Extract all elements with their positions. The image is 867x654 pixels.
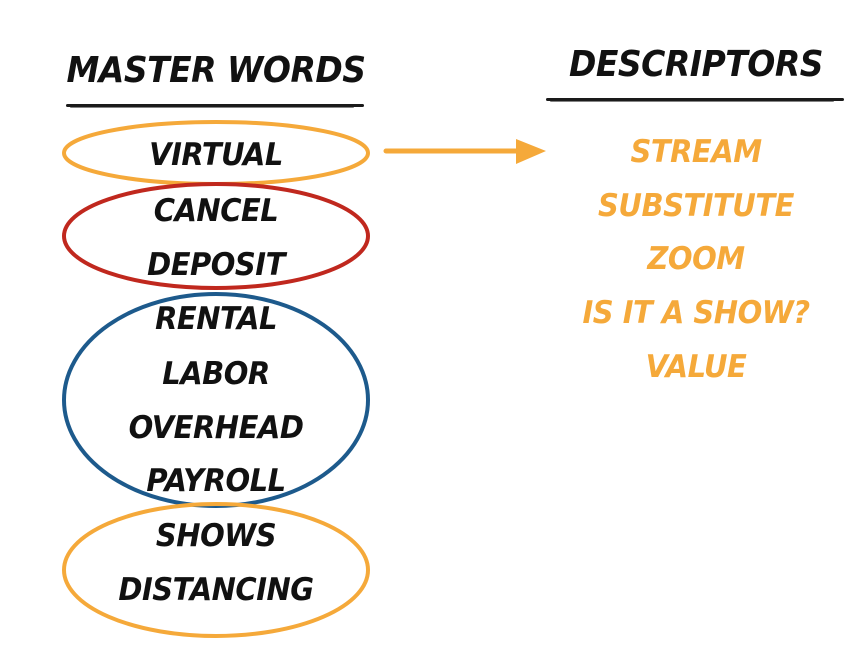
descriptor-stream: STREAM bbox=[630, 132, 762, 170]
master-word-payroll: PAYROLL bbox=[146, 461, 286, 499]
descriptor-value: VALUE bbox=[645, 347, 747, 385]
master-word-overhead: OVERHEAD bbox=[128, 408, 304, 446]
master-word-distancing: DISTANCING bbox=[118, 570, 314, 608]
descriptors-underline bbox=[546, 98, 844, 102]
master-word-rental: RENTAL bbox=[155, 299, 277, 337]
master-word-cancel: CANCEL bbox=[153, 191, 279, 229]
descriptor-substitute: SUBSTITUTE bbox=[598, 186, 794, 224]
descriptor-is-it-a-show: IS IT A SHOW? bbox=[582, 293, 810, 331]
master-word-virtual: VIRTUAL bbox=[149, 135, 283, 173]
descriptors-heading: DESCRIPTORS bbox=[568, 42, 824, 85]
arrow-icon bbox=[383, 139, 546, 164]
master-word-shows: SHOWS bbox=[155, 516, 277, 554]
master-word-labor: LABOR bbox=[162, 354, 270, 392]
descriptor-zoom: ZOOM bbox=[647, 239, 745, 277]
master-words-heading: MASTER WORDS bbox=[66, 48, 366, 91]
master-word-deposit: DEPOSIT bbox=[147, 245, 285, 283]
master-words-underline bbox=[66, 104, 364, 108]
